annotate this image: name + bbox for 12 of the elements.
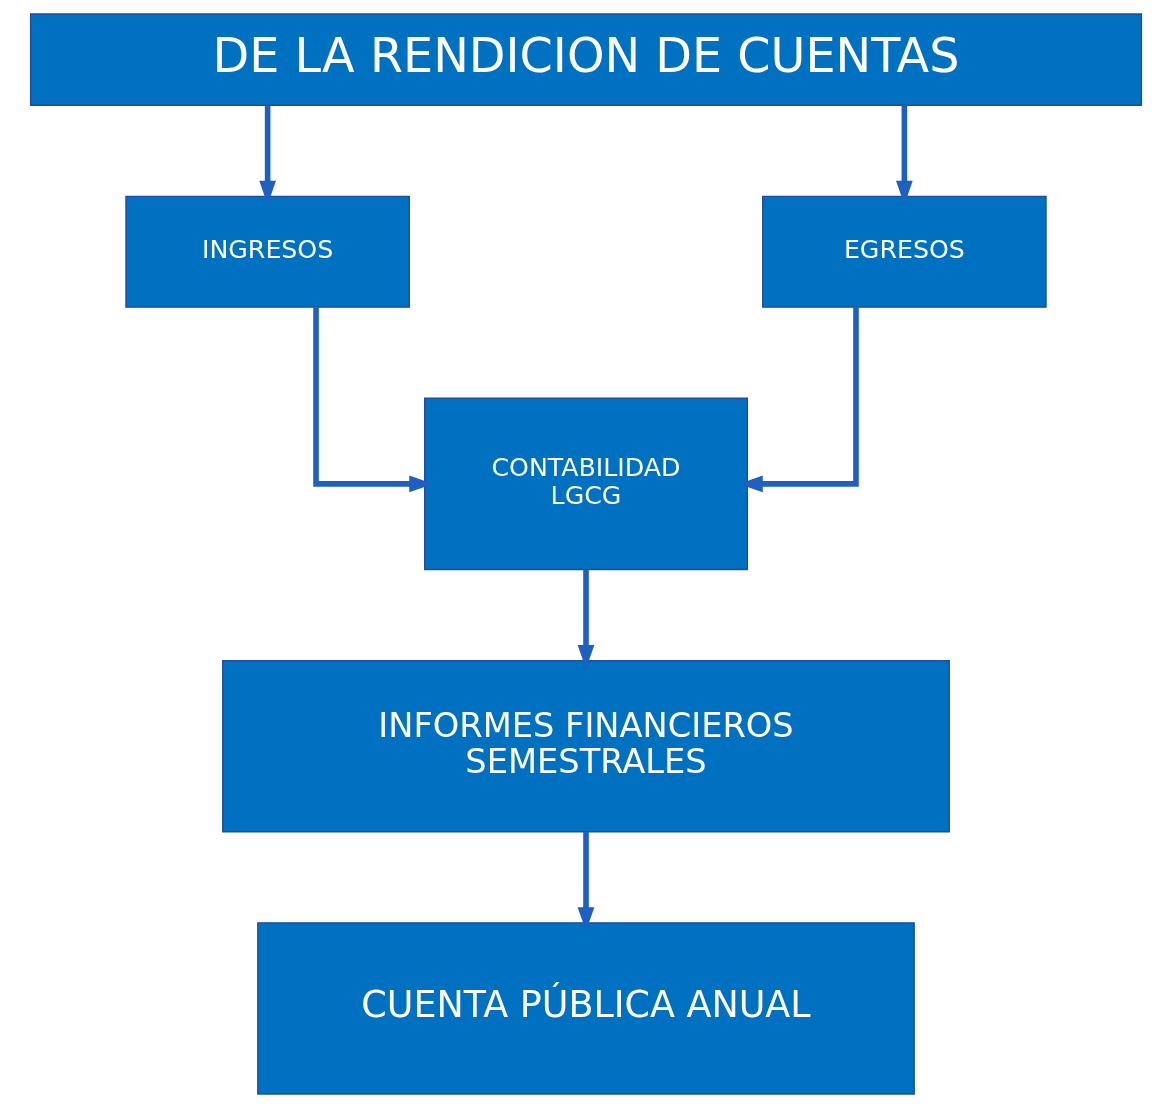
arrow	[895, 105, 913, 205]
node-box: INGRESOS	[124, 195, 410, 308]
arrow	[738, 307, 859, 493]
node-box: CUENTA PÚBLICA ANUAL	[256, 922, 915, 1095]
node-box: CONTABILIDAD LGCG	[423, 397, 748, 571]
arrow	[577, 569, 594, 669]
arrow	[312, 307, 433, 493]
node-box: EGRESOS	[761, 195, 1047, 308]
node-box: DE LA RENDICION DE CUENTAS	[29, 13, 1142, 106]
arrow	[258, 105, 276, 205]
arrow	[577, 832, 594, 932]
node-box: INFORMES FINANCIEROS SEMESTRALES	[221, 659, 950, 833]
